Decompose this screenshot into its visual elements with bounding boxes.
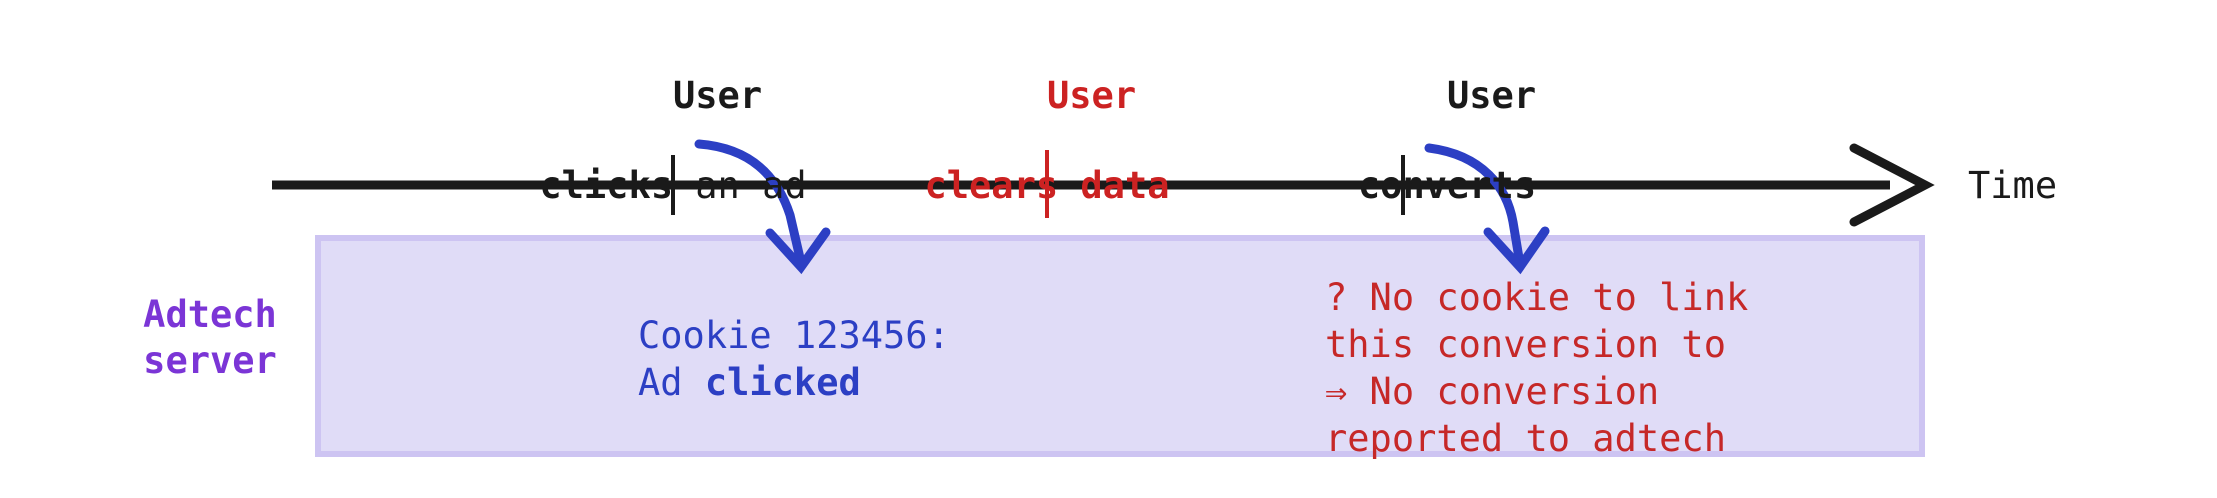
event-label-user-clicks-ad: User clicks an ad [473,28,873,298]
event-label-clicks-emphasis: clicks [539,164,673,207]
no-conversion-warning-line3: ⇒ No conversion [1325,370,1660,413]
time-axis-label: Time [1968,164,2058,207]
no-conversion-warning-line2: this conversion to [1325,323,1726,366]
event-label-user-converts-line2: converts [1357,164,1537,207]
event-label-an-ad: an ad [673,164,807,207]
event-label-user-clears-data-line1: User [1047,74,1137,117]
event-label-user-converts-line1: User [1447,74,1537,117]
cookie-log-text: Cookie 123456: Ad clicked [638,312,950,406]
event-label-user-clicks-ad-line1: User [673,74,763,117]
cookie-log-line2-emphasis: clicked [704,361,861,404]
adtech-server-panel [315,235,1925,457]
time-axis-arrowhead-icon [1849,143,1935,227]
event-label-user-clears-data-line2: clears data [924,164,1170,207]
event-label-user-converts: User converts [1247,28,1647,298]
event-label-user-clears-data: User clears data [847,28,1247,298]
adtech-server-label: Adtech server [120,292,300,384]
no-conversion-warning-line1: ? No cookie to link [1325,276,1749,319]
no-conversion-warning-text: ? No cookie to link this conversion to ⇒… [1325,274,1748,462]
cookie-log-line1: Cookie 123456: [638,314,950,357]
cookie-log-line2-prefix: Ad [638,361,705,404]
adtech-server-label-line2: server [143,339,277,382]
event-label-user-clicks-ad-line2: clicks an ad [473,163,873,208]
no-conversion-warning-line4: reported to adtech [1325,417,1726,460]
adtech-server-label-line1: Adtech [143,293,277,336]
